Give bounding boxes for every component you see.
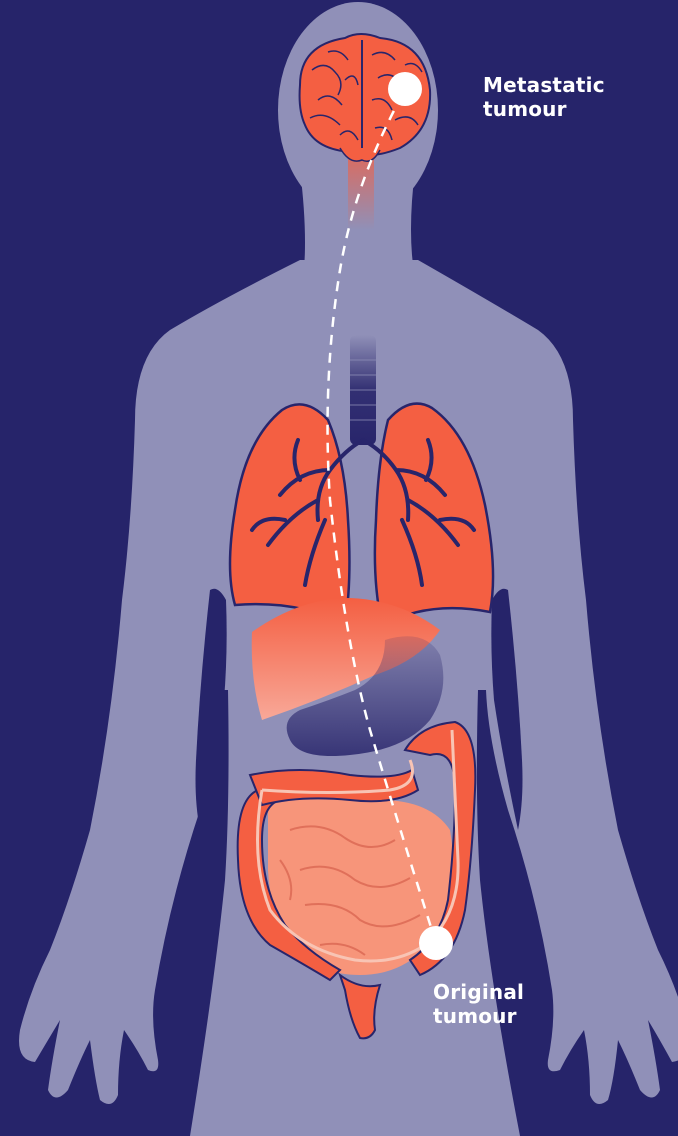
trachea <box>350 335 376 445</box>
metastatic-label-line1: Metastatic <box>483 73 605 97</box>
metastatic-tumour-label: Metastatic tumour <box>483 73 605 121</box>
original-label-line1: Original <box>433 980 524 1004</box>
metastatic-tumour-marker <box>388 72 422 106</box>
original-tumour-label: Original tumour <box>433 980 524 1028</box>
original-label-line2: tumour <box>433 1004 524 1028</box>
metastatic-label-line2: tumour <box>483 97 605 121</box>
original-tumour-marker <box>419 926 453 960</box>
